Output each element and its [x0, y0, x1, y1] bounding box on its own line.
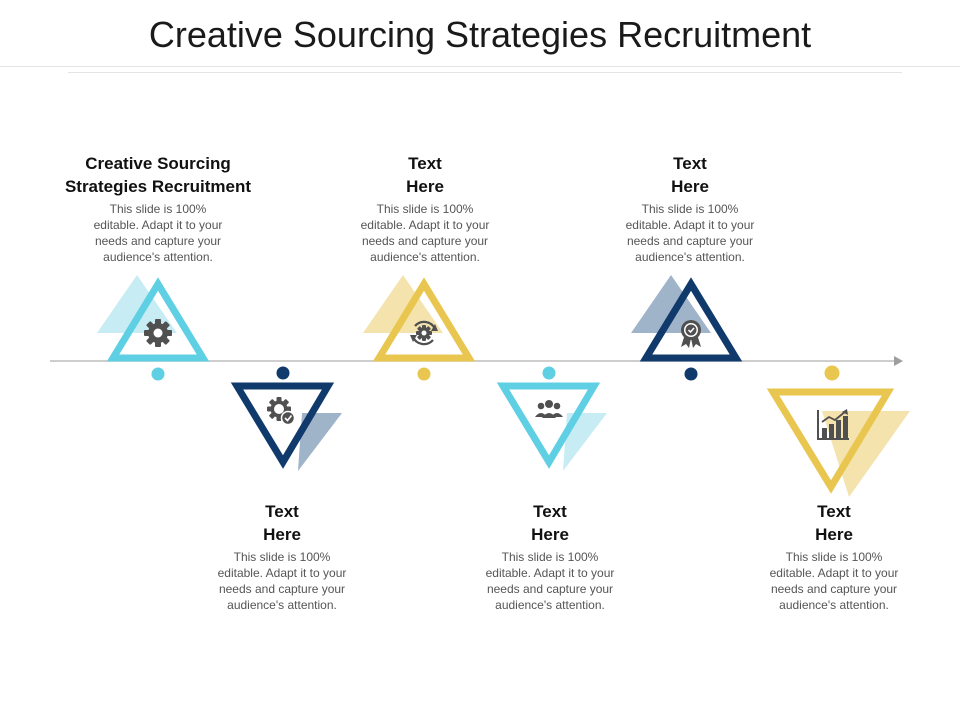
step-2-body-line: audience's attention.	[227, 598, 337, 612]
step-6-triangle	[766, 388, 895, 494]
step-3-body-line: needs and capture your	[361, 234, 489, 248]
step-6-body-line: This slide is 100%	[785, 550, 883, 564]
step-1-body-line: needs and capture your	[94, 234, 222, 248]
step-6-heading-line2: Here	[815, 525, 853, 544]
step-3-body-line: This slide is 100%	[376, 202, 474, 216]
step-6-body-line: needs and capture your	[770, 582, 898, 596]
step-6-body: This slide is 100% editable. Adapt it to…	[744, 549, 924, 613]
step-1-body-line: audience's attention.	[103, 250, 213, 264]
gear-cycle-icon	[410, 320, 438, 346]
step-3-heading-line2: Here	[406, 177, 444, 196]
step-3-body: This slide is 100% editable. Adapt it to…	[335, 201, 515, 265]
step-2-body-line: This slide is 100%	[233, 550, 331, 564]
step-2-heading-line2: Here	[263, 525, 301, 544]
step-4-heading-line1: Text	[533, 502, 567, 521]
step-4-text: Text Here This slide is 100% editable. A…	[460, 500, 640, 613]
step-1-heading: Creative Sourcing Strategies Recruitment	[38, 152, 278, 198]
step-6-text: Text Here This slide is 100% editable. A…	[744, 500, 924, 613]
step-4-body: This slide is 100% editable. Adapt it to…	[460, 549, 640, 613]
step-1-body-line: This slide is 100%	[109, 202, 207, 216]
step-1-text: Creative Sourcing Strategies Recruitment…	[38, 152, 278, 265]
step-5-heading: Text Here	[600, 152, 780, 198]
team-icon	[535, 400, 563, 418]
step-4-heading-line2: Here	[531, 525, 569, 544]
step-6-body-line: editable. Adapt it to your	[769, 566, 899, 580]
step-3-heading: Text Here	[335, 152, 515, 198]
step-3-heading-line1: Text	[408, 154, 442, 173]
step-3-text: Text Here This slide is 100% editable. A…	[335, 152, 515, 265]
step-2-body-line: editable. Adapt it to your	[217, 566, 347, 580]
title-divider	[0, 66, 960, 67]
step-5-heading-line2: Here	[671, 177, 709, 196]
step-3-body-line: audience's attention.	[370, 250, 480, 264]
step-5-body-line: audience's attention.	[635, 250, 745, 264]
step-4-body-line: needs and capture your	[486, 582, 614, 596]
gear-check-icon	[267, 397, 296, 426]
step-2-heading: Text Here	[192, 500, 372, 546]
step-4-heading: Text Here	[460, 500, 640, 546]
step-1-heading-line2: Strategies Recruitment	[64, 177, 252, 196]
step-4-shadow-triangle	[563, 413, 607, 471]
step-5-body-line: This slide is 100%	[641, 202, 739, 216]
growth-chart-icon	[817, 409, 849, 440]
step-1-heading-line1: Creative Sourcing	[85, 154, 231, 173]
step-1-body-line: editable. Adapt it to your	[93, 218, 223, 232]
step-4-body-line: editable. Adapt it to your	[485, 566, 615, 580]
step-5-shadow-triangle	[631, 275, 711, 333]
step-6-marker	[824, 365, 840, 381]
award-badge-icon	[681, 320, 701, 348]
step-3-triangle	[372, 277, 476, 362]
step-2-marker	[276, 366, 290, 380]
step-5-body: This slide is 100% editable. Adapt it to…	[600, 201, 780, 265]
step-2-body: This slide is 100% editable. Adapt it to…	[192, 549, 372, 613]
step-2-body-line: needs and capture your	[218, 582, 346, 596]
step-5-heading-line1: Text	[673, 154, 707, 173]
step-3-body-line: editable. Adapt it to your	[360, 218, 490, 232]
step-4-body-line: This slide is 100%	[501, 550, 599, 564]
timeline-arrowhead	[894, 356, 903, 366]
step-4-triangle	[496, 382, 601, 469]
step-2-triangle	[230, 382, 335, 469]
step-1-marker	[151, 367, 165, 381]
step-4-body-line: audience's attention.	[495, 598, 605, 612]
step-2-shadow-triangle	[298, 413, 342, 471]
step-6-heading: Text Here	[744, 500, 924, 546]
step-5-marker	[684, 367, 698, 381]
page-title: Creative Sourcing Strategies Recruitment	[148, 14, 812, 55]
step-1-triangle	[106, 277, 210, 362]
step-2-heading-line1: Text	[265, 502, 299, 521]
step-6-body-line: audience's attention.	[779, 598, 889, 612]
step-1-shadow-triangle	[97, 275, 177, 333]
step-1-body: This slide is 100% editable. Adapt it to…	[38, 201, 278, 265]
gear-icon	[144, 319, 172, 347]
step-5-body-line: needs and capture your	[626, 234, 754, 248]
step-5-triangle	[639, 277, 743, 362]
step-2-text: Text Here This slide is 100% editable. A…	[192, 500, 372, 613]
step-4-marker	[542, 366, 556, 380]
step-3-shadow-triangle	[363, 275, 443, 333]
step-3-marker	[417, 367, 431, 381]
step-6-heading-line1: Text	[817, 502, 851, 521]
step-5-text: Text Here This slide is 100% editable. A…	[600, 152, 780, 265]
step-5-body-line: editable. Adapt it to your	[625, 218, 755, 232]
title-divider-inner	[68, 72, 902, 73]
